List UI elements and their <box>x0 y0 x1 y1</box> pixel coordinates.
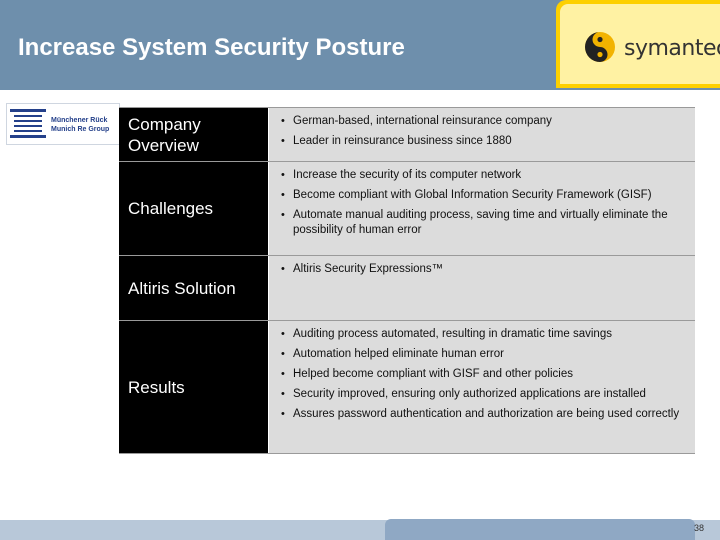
client-logo-line: Münchener Rück <box>51 117 108 124</box>
page-number: 38 <box>694 523 705 533</box>
bullet-item: Altiris Security Expressions™ <box>281 262 685 277</box>
bullet-item: Automate manual auditing process, saving… <box>281 208 685 238</box>
case-study-table: Company Overview German-based, internati… <box>119 107 695 454</box>
client-logo: Münchener Rück Munich Re Group <box>6 103 120 145</box>
row-label: Altiris Solution <box>119 256 268 320</box>
row-content: Altiris Security Expressions™ <box>268 256 695 320</box>
bullet-item: Increase the security of its computer ne… <box>281 168 685 183</box>
footer-tab <box>385 519 695 540</box>
row-challenges: Challenges Increase the security of its … <box>119 162 695 256</box>
bullet-item: Automation helped eliminate human error <box>281 347 685 362</box>
row-content: Increase the security of its computer ne… <box>268 162 695 255</box>
row-company-overview: Company Overview German-based, internati… <box>119 108 695 162</box>
symantec-logo: symantec. <box>556 0 720 88</box>
page-title: Increase System Security Posture <box>18 34 405 61</box>
bullet-item: Leader in reinsurance business since 188… <box>281 134 685 149</box>
row-label: Results <box>119 321 268 453</box>
bullet-item: Security improved, ensuring only authori… <box>281 387 685 402</box>
symantec-mark-icon <box>585 32 615 62</box>
client-logo-line: Munich Re Group <box>51 126 110 133</box>
bullet-item: Assures password authentication and auth… <box>281 407 685 422</box>
munich-re-emblem-icon <box>10 109 46 138</box>
bullet-item: Helped become compliant with GISF and ot… <box>281 367 685 382</box>
row-results: Results Auditing process automated, resu… <box>119 321 695 454</box>
bullet-item: Auditing process automated, resulting in… <box>281 327 685 342</box>
row-label: Company Overview <box>119 108 268 161</box>
row-label: Challenges <box>119 162 268 255</box>
bullet-item: German-based, international reinsurance … <box>281 114 685 129</box>
client-logo-text: Münchener Rück Munich Re Group <box>51 116 109 134</box>
row-altiris-solution: Altiris Solution Altiris Security Expres… <box>119 256 695 321</box>
row-content: German-based, international reinsurance … <box>268 108 695 161</box>
row-content: Auditing process automated, resulting in… <box>268 321 695 453</box>
logo-background: symantec. <box>560 4 720 84</box>
bullet-item: Become compliant with Global Information… <box>281 188 685 203</box>
brand-name: symantec. <box>624 36 720 61</box>
